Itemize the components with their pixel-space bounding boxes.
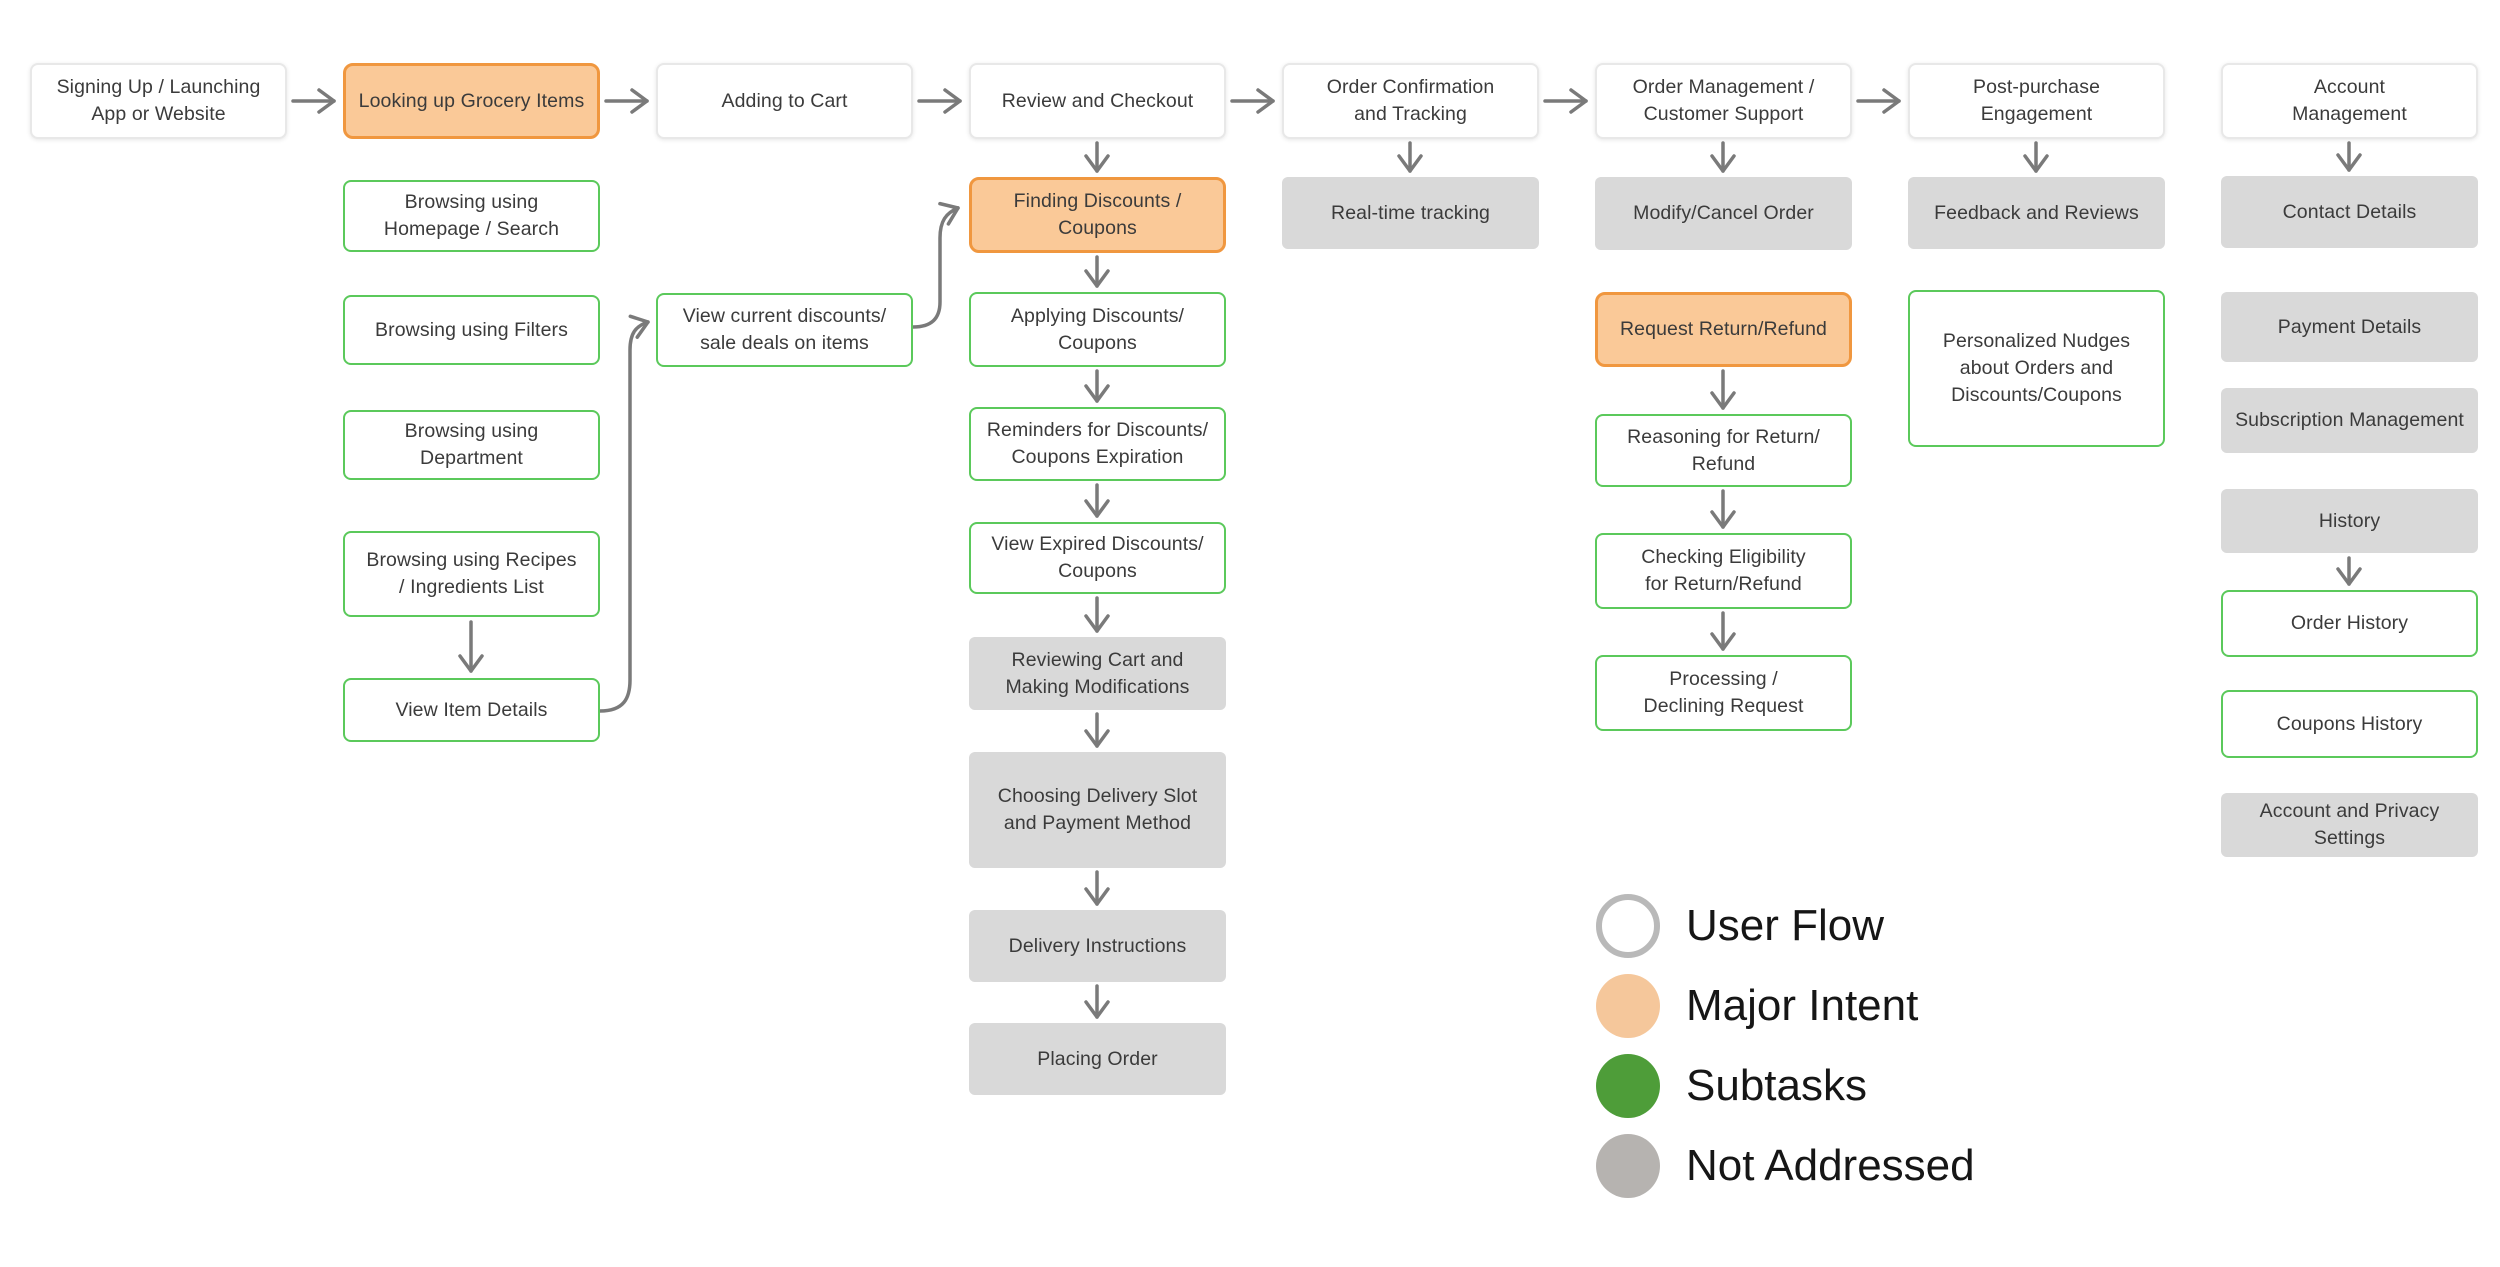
node-label: View current discounts/ sale deals on it… xyxy=(682,305,887,354)
connector-view-item-to-current-discounts xyxy=(598,314,650,713)
node-label: Account and Privacy Settings xyxy=(2259,800,2440,849)
node-label: Real-time tracking xyxy=(1331,201,1490,224)
legend-item-user-flow: User Flow xyxy=(1596,894,1884,958)
node-label: View Item Details xyxy=(395,698,548,721)
node-account-management[interactable]: Account Management xyxy=(2221,63,2478,139)
node-label: Request Return/Refund xyxy=(1620,318,1827,340)
node-label: Reasoning for Return/ Refund xyxy=(1627,425,1820,475)
node-checking-eligibility[interactable]: Checking Eligibility for Return/Refund xyxy=(1595,533,1852,609)
node-placing-order[interactable]: Placing Order xyxy=(969,1023,1226,1095)
legend-item-label: User Flow xyxy=(1686,901,1885,950)
legend-swatch-major-intent-icon xyxy=(1596,974,1660,1038)
node-label: Adding to Cart xyxy=(721,89,848,112)
node-view-current-discounts[interactable]: View current discounts/ sale deals on it… xyxy=(656,293,913,367)
node-request-return-refund[interactable]: Request Return/Refund xyxy=(1595,292,1852,367)
node-label: Browsing using Recipes / Ingredients Lis… xyxy=(366,549,577,598)
node-label: Placing Order xyxy=(1037,1047,1158,1070)
node-label: Modify/Cancel Order xyxy=(1633,202,1814,224)
node-label: Processing / Declining Request xyxy=(1643,668,1804,717)
node-label: Review and Checkout xyxy=(1001,89,1194,112)
connector-current-discounts-to-finding xyxy=(911,201,960,329)
node-order-management-support[interactable]: Order Management / Customer Support xyxy=(1595,63,1852,139)
node-label: Reminders for Discounts/ Coupons Expirat… xyxy=(986,419,1209,468)
node-payment-details[interactable]: Payment Details xyxy=(2221,292,2478,362)
node-order-confirmation-tracking[interactable]: Order Confirmation and Tracking xyxy=(1282,63,1539,139)
legend-item-major-intent: Major Intent xyxy=(1596,974,1918,1038)
node-label: Personalized Nudges about Orders and Dis… xyxy=(1942,330,2131,406)
node-subscription-management[interactable]: Subscription Management xyxy=(2221,388,2478,453)
node-label: Choosing Delivery Slot and Payment Metho… xyxy=(997,785,1198,834)
node-post-purchase-engagement[interactable]: Post-purchase Engagement xyxy=(1908,63,2165,139)
node-label: View Expired Discounts/ Coupons xyxy=(991,533,1204,582)
node-label: Delivery Instructions xyxy=(1008,934,1187,957)
node-reminders-expiration[interactable]: Reminders for Discounts/ Coupons Expirat… xyxy=(969,407,1226,481)
node-review-and-checkout[interactable]: Review and Checkout xyxy=(969,63,1226,139)
node-label: Browsing using Filters xyxy=(375,318,568,341)
node-personalized-nudges[interactable]: Personalized Nudges about Orders and Dis… xyxy=(1908,290,2165,447)
node-label: Order Management / Customer Support xyxy=(1632,76,1815,125)
node-label: Coupons History xyxy=(2276,712,2423,735)
node-account-privacy-settings[interactable]: Account and Privacy Settings xyxy=(2221,793,2478,857)
node-label: Browsing using Homepage / Search xyxy=(383,191,560,240)
node-label: Finding Discounts / Coupons xyxy=(1013,190,1182,239)
legend-item-label: Not Addressed xyxy=(1686,1141,1975,1190)
legend-item-label: Major Intent xyxy=(1686,981,1919,1030)
legend-item-subtasks: Subtasks xyxy=(1596,1054,1867,1118)
node-history[interactable]: History xyxy=(2221,489,2478,553)
node-modify-cancel-order[interactable]: Modify/Cancel Order xyxy=(1595,177,1852,250)
node-reviewing-cart[interactable]: Reviewing Cart and Making Modifications xyxy=(969,637,1226,710)
node-label: Signing Up / Launching App or Website xyxy=(56,76,261,125)
node-coupons-history[interactable]: Coupons History xyxy=(2221,690,2478,758)
node-label: Browsing using Department xyxy=(404,420,539,469)
node-delivery-instructions[interactable]: Delivery Instructions xyxy=(969,910,1226,982)
node-label: Account Management xyxy=(2292,76,2407,125)
node-applying-discounts[interactable]: Applying Discounts/ Coupons xyxy=(969,292,1226,367)
node-label: Payment Details xyxy=(2277,315,2422,338)
node-label: Contact Details xyxy=(2282,200,2417,223)
node-browsing-recipes[interactable]: Browsing using Recipes / Ingredients Lis… xyxy=(343,531,600,617)
legend-item-label: Subtasks xyxy=(1686,1061,1867,1110)
node-looking-up-grocery-items[interactable]: Looking up Grocery Items xyxy=(343,63,600,139)
node-finding-discounts[interactable]: Finding Discounts / Coupons xyxy=(969,177,1226,253)
node-label: Applying Discounts/ Coupons xyxy=(1010,304,1185,354)
node-adding-to-cart[interactable]: Adding to Cart xyxy=(656,63,913,139)
node-label: Checking Eligibility for Return/Refund xyxy=(1641,546,1806,595)
node-label: Feedback and Reviews xyxy=(1934,201,2139,224)
node-browsing-department[interactable]: Browsing using Department xyxy=(343,410,600,480)
legend-swatch-user-flow-icon xyxy=(1596,894,1660,958)
node-view-expired-discounts[interactable]: View Expired Discounts/ Coupons xyxy=(969,522,1226,594)
node-real-time-tracking[interactable]: Real-time tracking xyxy=(1282,177,1539,249)
node-contact-details[interactable]: Contact Details xyxy=(2221,176,2478,248)
legend-swatch-not-addressed-icon xyxy=(1596,1134,1660,1198)
node-signing-up[interactable]: Signing Up / Launching App or Website xyxy=(30,63,287,139)
legend-item-not-addressed: Not Addressed xyxy=(1596,1134,1975,1198)
node-browsing-filters[interactable]: Browsing using Filters xyxy=(343,295,600,365)
node-order-history[interactable]: Order History xyxy=(2221,590,2478,657)
legend-swatch-subtasks-icon xyxy=(1596,1054,1660,1118)
node-reasoning-return-refund[interactable]: Reasoning for Return/ Refund xyxy=(1595,414,1852,487)
node-label: Order History xyxy=(2290,612,2409,634)
node-view-item-details[interactable]: View Item Details xyxy=(343,678,600,742)
node-processing-declining[interactable]: Processing / Declining Request xyxy=(1595,655,1852,731)
node-label: Looking up Grocery Items xyxy=(358,89,585,112)
node-label: History xyxy=(2318,509,2381,532)
node-choosing-delivery-slot[interactable]: Choosing Delivery Slot and Payment Metho… xyxy=(969,752,1226,868)
node-label: Reviewing Cart and Making Modifications xyxy=(1005,648,1190,698)
node-feedback-reviews[interactable]: Feedback and Reviews xyxy=(1908,177,2165,249)
node-browsing-homepage-search[interactable]: Browsing using Homepage / Search xyxy=(343,180,600,252)
node-label: Subscription Management xyxy=(2235,409,2464,431)
node-label: Order Confirmation and Tracking xyxy=(1326,76,1495,125)
node-label: Post-purchase Engagement xyxy=(1972,76,2101,125)
